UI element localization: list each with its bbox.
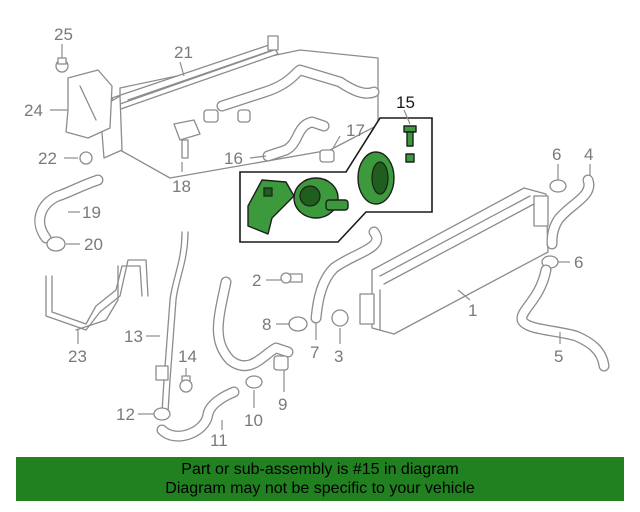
callout-2: 2 [252,271,261,290]
part-2-bolt [280,272,303,284]
callout-5: 5 [554,347,563,366]
callout-17: 17 [346,121,365,140]
callout-24: 24 [24,101,43,120]
callout-6-lower: 6 [574,253,583,272]
upper-assembly-panel [119,49,379,179]
callout-6-upper: 6 [552,145,561,164]
banner-line-2: Diagram may not be specific to your vehi… [165,480,475,497]
part-8-clamp [288,316,308,332]
part-16-hose [262,116,330,162]
callout-16: 16 [224,149,243,168]
part-22-bolt [79,151,93,165]
callout-numbers: 25 21 24 22 18 16 17 15 19 20 23 13 14 1… [24,25,593,450]
part-14-bolt [179,375,193,393]
callout-12: 12 [116,405,135,424]
part-4-hose [546,174,595,250]
part-15-sleeve [405,153,415,163]
callout-1: 1 [468,301,477,320]
part-10-clamp [245,375,263,389]
callout-3: 3 [334,347,343,366]
callout-14: 14 [178,347,197,366]
middle-hose [212,226,383,372]
part-11-hose [156,386,240,442]
callout-9: 9 [278,395,287,414]
callout-23: 23 [68,347,87,366]
callout-19: 19 [82,203,101,222]
part-6-clamp-upper [549,179,567,193]
callout-25: 25 [54,25,73,44]
part-5-hose [516,264,610,372]
callout-10: 10 [244,411,263,430]
parts-diagram: 25 21 24 22 18 16 17 15 19 20 23 13 14 1… [24,25,610,450]
part-15-bracket [247,179,295,235]
upper-hoses [173,64,380,159]
callout-18: 18 [172,177,191,196]
callout-22: 22 [38,149,57,168]
callout-4: 4 [584,145,593,164]
part-19-hose [34,174,104,244]
part-24-bracket [65,69,113,139]
callout-13: 13 [124,327,143,346]
part-17-clamp [319,149,335,163]
callout-21: 21 [174,43,193,62]
info-banner: Part or sub-assembly is #15 in diagram D… [16,457,624,501]
callout-8: 8 [262,315,271,334]
callout-7: 7 [310,343,319,362]
callout-11: 11 [210,431,228,450]
part-3-fitting [331,309,349,327]
callout-15: 15 [396,93,415,112]
part-23-hard-lines [45,259,149,331]
part-15-pump [293,177,349,219]
callout-leaders [50,44,591,430]
part-13-tube [155,231,189,413]
part-9-fitting [273,355,289,371]
part-15-bolt [403,125,417,147]
part-15-highlight-frame [239,117,433,243]
part-20-clamp [46,236,66,252]
part-25-clip [55,57,69,73]
part-15-housing-ring [357,151,395,205]
banner-line-1: Part or sub-assembly is #15 in diagram [181,461,459,478]
part-1-cooler [359,187,549,335]
callout-20: 20 [84,235,103,254]
part-12-clamp [153,407,171,421]
